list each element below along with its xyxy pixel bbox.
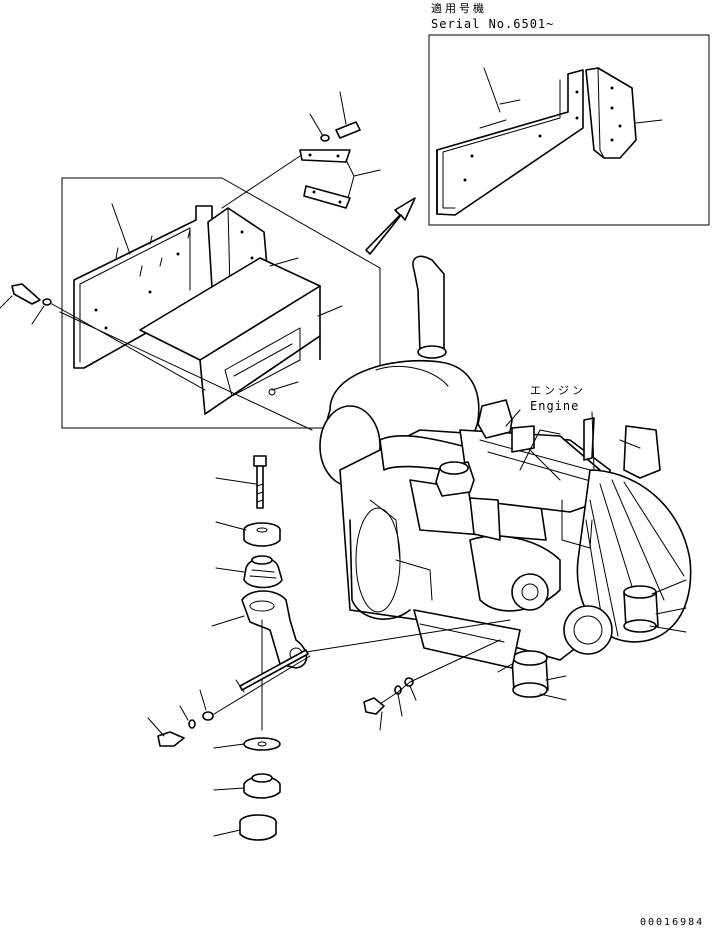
engine-label-japanese: エンジン bbox=[530, 384, 586, 397]
engine-leader bbox=[505, 409, 521, 427]
cover-assembly bbox=[61, 177, 381, 429]
engine-body bbox=[319, 255, 692, 698]
engine-mount-stack bbox=[147, 455, 511, 841]
bracket-bolt-set bbox=[363, 639, 501, 731]
mounting-plates bbox=[221, 91, 381, 209]
drawing-code: 00016984 bbox=[640, 917, 704, 928]
serial-variant-inset bbox=[428, 34, 710, 226]
direction-arrow bbox=[365, 197, 416, 255]
right-leaders bbox=[497, 579, 687, 701]
serial-note-japanese: 適用号機 bbox=[431, 1, 487, 15]
serial-note-serial: Serial No.6501~ bbox=[431, 17, 554, 31]
engine-label-english: Engine bbox=[530, 399, 579, 413]
side-bolt bbox=[0, 283, 313, 431]
